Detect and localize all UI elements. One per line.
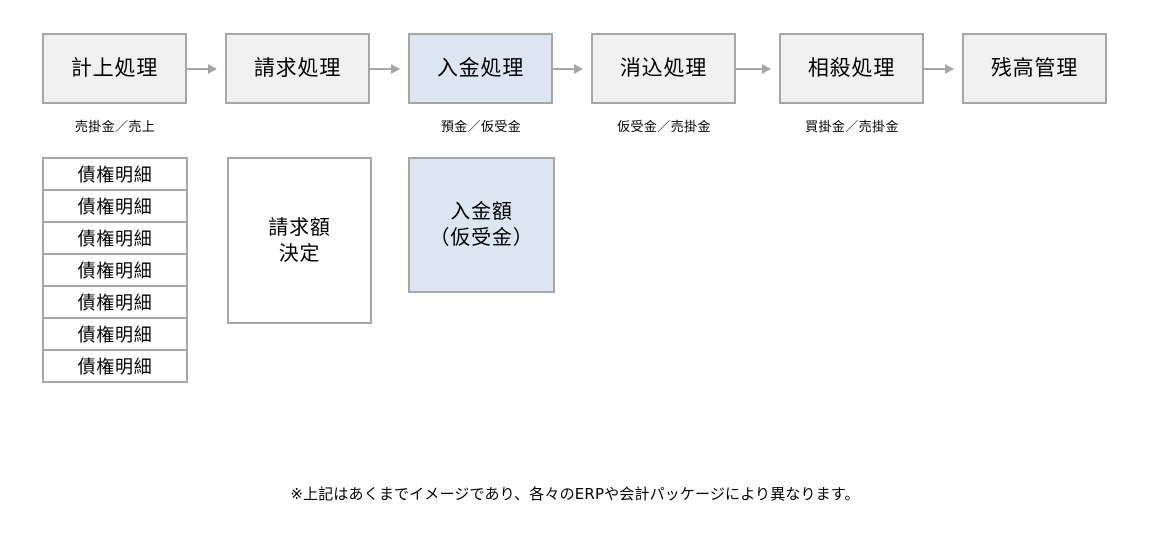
process-node-label: 残高管理 [990, 56, 1079, 81]
list-item-label: 債権明細 [77, 261, 153, 282]
list-item[interactable]: 債権明細 [42, 189, 188, 223]
list-item-label: 債権明細 [77, 229, 153, 250]
process-node-label: 相殺処理 [807, 56, 896, 81]
receivable-detail-list: 債権明細 債権明細 債権明細 債権明細 債権明細 債権明細 債権明細 [42, 157, 188, 383]
process-node-label: 計上処理 [70, 56, 159, 81]
receipt-amount-line2: （仮受金） [429, 225, 534, 249]
process-caption-keijo: 売掛金／売上 [74, 120, 156, 135]
arrow-right-icon [370, 64, 400, 74]
process-node-label: 消込処理 [619, 56, 708, 81]
arrow-right-icon [924, 64, 954, 74]
invoice-amount-line2: 決定 [278, 240, 321, 265]
receipt-amount-line1: 入金額 [450, 199, 513, 224]
arrow-right-icon [736, 64, 771, 74]
process-node-keshikomi[interactable]: 消込処理 [591, 33, 736, 104]
process-node-seikyu[interactable]: 請求処理 [225, 33, 370, 104]
process-caption-keshikomi: 仮受金／売掛金 [617, 120, 711, 135]
list-item[interactable]: 債権明細 [42, 221, 188, 255]
invoice-amount-box[interactable]: 請求額 決定 [227, 157, 372, 324]
process-node-label: 請求処理 [253, 56, 342, 81]
process-node-label: 入金処理 [436, 56, 525, 81]
process-node-nyukin[interactable]: 入金処理 [408, 33, 553, 104]
process-caption-sousai: 買掛金／売掛金 [805, 120, 899, 135]
list-item-label: 債権明細 [77, 165, 153, 186]
list-item[interactable]: 債権明細 [42, 285, 188, 319]
receipt-amount-box[interactable]: 入金額 （仮受金） [408, 157, 555, 293]
arrow-right-icon [553, 64, 583, 74]
list-item-label: 債権明細 [77, 197, 153, 218]
list-item-label: 債権明細 [77, 357, 153, 378]
process-node-keijo[interactable]: 計上処理 [42, 33, 187, 104]
list-item[interactable]: 債権明細 [42, 349, 188, 383]
process-caption-nyukin: 預金／仮受金 [440, 120, 522, 135]
process-node-sousai[interactable]: 相殺処理 [779, 33, 924, 104]
list-item[interactable]: 債権明細 [42, 253, 188, 287]
process-node-zandaka[interactable]: 残高管理 [962, 33, 1107, 104]
footnote-text: ※上記はあくまでイメージであり、各々のERPや会計パッケージにより異なります。 [290, 485, 860, 503]
list-item[interactable]: 債権明細 [42, 317, 188, 351]
list-item[interactable]: 債権明細 [42, 157, 188, 191]
invoice-amount-line1: 請求額 [268, 214, 331, 239]
arrow-right-icon [187, 64, 217, 74]
list-item-label: 債権明細 [77, 293, 153, 314]
list-item-label: 債権明細 [77, 325, 153, 346]
